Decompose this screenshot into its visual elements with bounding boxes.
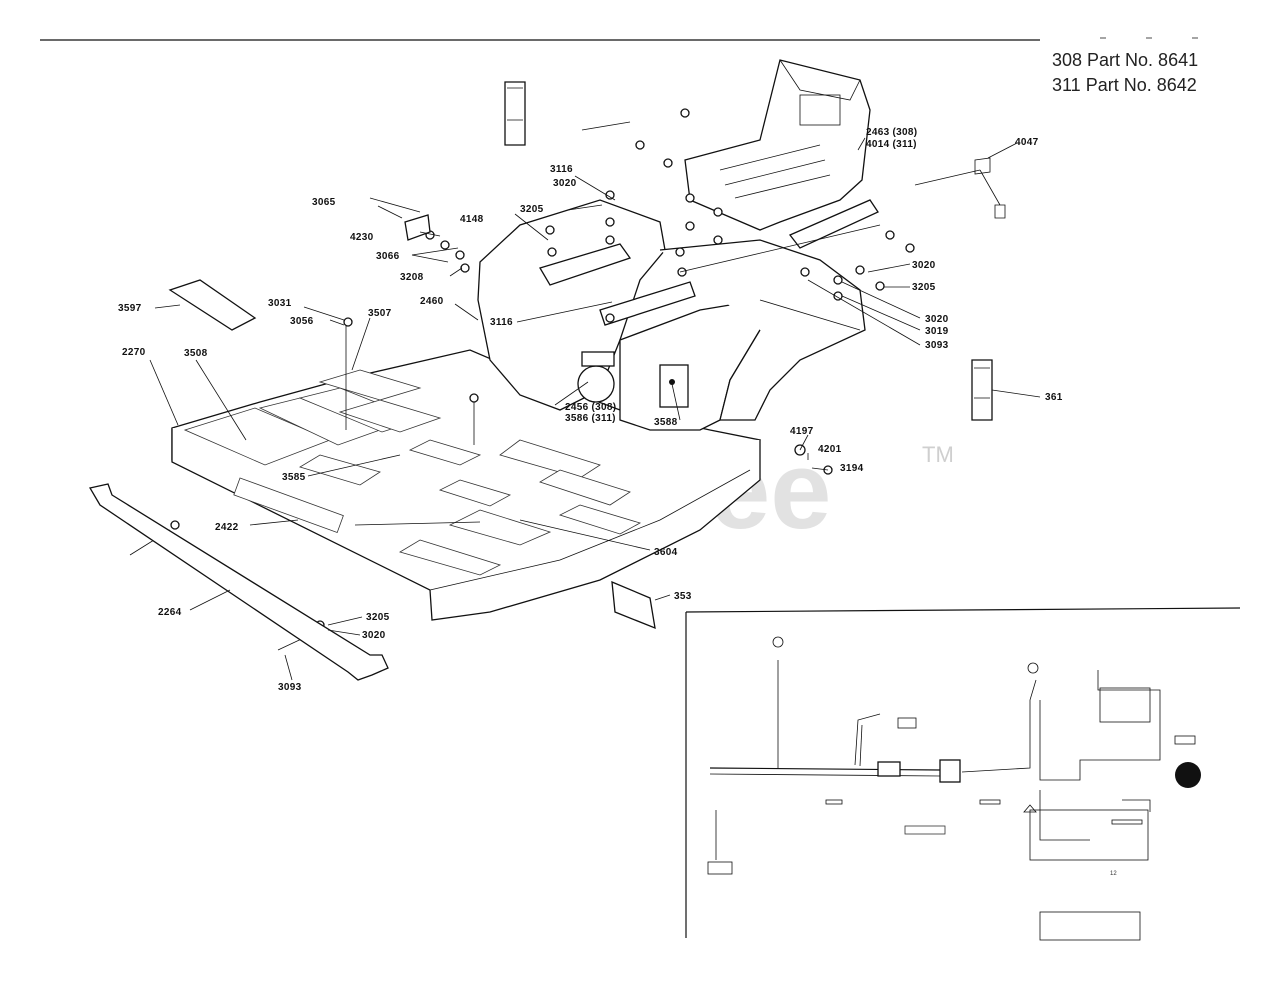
callout-4201: 4201 <box>818 444 842 455</box>
callout-3020a: 3020 <box>553 178 577 189</box>
callout-3056: 3056 <box>290 316 314 327</box>
cable-4047 <box>914 157 1006 219</box>
callout-3597: 3597 <box>118 303 142 314</box>
seat-mount-line <box>581 121 631 131</box>
callout-4014: 4014 (311) <box>866 139 917 150</box>
callout-4148: 4148 <box>460 214 484 225</box>
callout-3507: 3507 <box>368 308 392 319</box>
body-pan <box>171 199 866 621</box>
wiring-diagram-inset: 12 <box>685 607 1241 941</box>
callout-2463: 2463 (308) <box>866 127 917 138</box>
callout-3604: 3604 <box>654 547 678 558</box>
callout-3020c: 3020 <box>925 314 949 325</box>
callout-361: 361 <box>1045 392 1063 403</box>
callout-3586: 3586 (311) <box>565 413 616 424</box>
callout-3585: 3585 <box>282 472 306 483</box>
callout-3205b: 3205 <box>912 282 936 293</box>
bracket-top-left <box>504 81 526 146</box>
callout-3116a: 3116 <box>550 164 573 175</box>
plate-353 <box>611 580 656 630</box>
callout-3019: 3019 <box>925 326 949 337</box>
battery-terminal <box>1175 762 1201 788</box>
callout-3020d: 3020 <box>362 630 386 641</box>
bracket-361 <box>971 359 993 421</box>
callout-3093b: 3093 <box>278 682 302 693</box>
callout-3194: 3194 <box>840 463 864 474</box>
part-number-title-2: 311 Part No. 8642 <box>1052 75 1197 95</box>
callout-3508: 3508 <box>184 348 208 359</box>
watermark-tm: TM <box>922 442 954 467</box>
pad-3597 <box>168 279 257 331</box>
wiring-page-number: 12 <box>1110 871 1117 877</box>
callout-3093a: 3093 <box>925 340 949 351</box>
callout-3065: 3065 <box>312 197 336 208</box>
callout-4230: 4230 <box>350 232 374 243</box>
callout-2460: 2460 <box>420 296 444 307</box>
seat-rod <box>679 224 881 273</box>
callout-3031: 3031 <box>268 298 292 309</box>
callout-3588: 3588 <box>654 417 678 428</box>
callout-2264: 2264 <box>158 607 182 618</box>
seat <box>684 59 871 231</box>
callout-353: 353 <box>674 591 692 602</box>
seat-bracket <box>788 199 879 249</box>
part-number-title-1: 308 Part No. 8641 <box>1052 50 1198 70</box>
callout-2270: 2270 <box>122 347 146 358</box>
callout-2456: 2456 (308) <box>565 402 616 413</box>
callout-3020b: 3020 <box>912 260 936 271</box>
callout-3205a: 3205 <box>520 204 544 215</box>
callout-3066: 3066 <box>376 251 400 262</box>
callout-3205c: 3205 <box>366 612 390 623</box>
callout-3208: 3208 <box>400 272 424 283</box>
callout-2422: 2422 <box>215 522 239 533</box>
callout-4197: 4197 <box>790 426 814 437</box>
callout-3116b: 3116 <box>490 317 513 328</box>
callout-labels: 3116 3020 3065 3205 4148 4230 3066 3208 … <box>118 127 1063 693</box>
leader-lines <box>149 137 1041 681</box>
front-bumper <box>88 483 389 681</box>
callout-4047: 4047 <box>1015 137 1039 148</box>
